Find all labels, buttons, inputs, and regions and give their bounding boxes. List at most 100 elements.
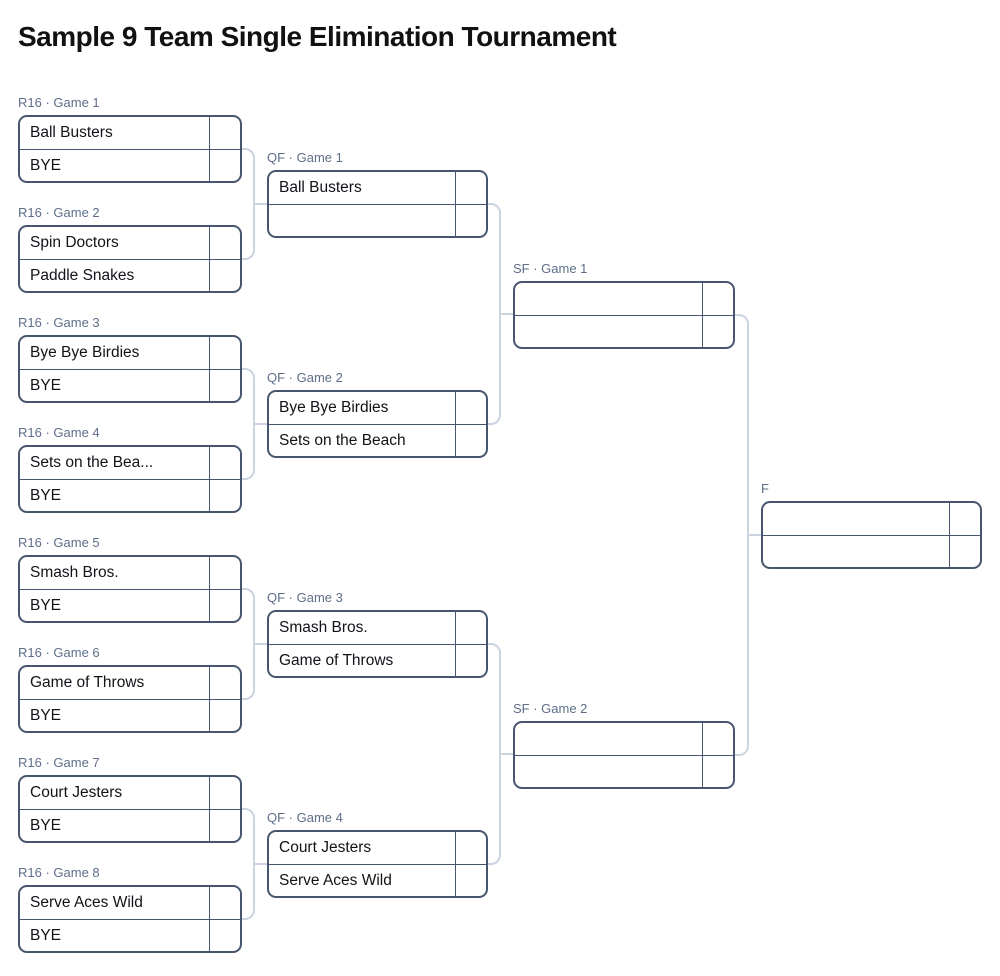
- match-qf-game-4: QF · Game 4 Court Jesters Serve Aces Wil…: [267, 810, 488, 898]
- match-round-label: R16 · Game 3: [18, 315, 100, 330]
- team-slot[interactable]: Ball Busters: [20, 117, 240, 149]
- team-slot[interactable]: [269, 204, 486, 236]
- match-box[interactable]: Bye Bye Birdies Sets on the Beach: [267, 390, 488, 458]
- team-slot[interactable]: Spin Doctors: [20, 227, 240, 259]
- team-slot[interactable]: [515, 315, 733, 347]
- match-box[interactable]: [513, 281, 735, 349]
- match-box[interactable]: [761, 501, 982, 569]
- score-cell: [209, 117, 240, 149]
- match-round-label: R16 · Game 8: [18, 865, 100, 880]
- match-box[interactable]: Smash Bros. BYE: [18, 555, 242, 623]
- match-r16-game-3: R16 · Game 3 Bye Bye Birdies BYE: [18, 315, 242, 403]
- score-cell: [209, 337, 240, 369]
- score-cell: [455, 645, 486, 676]
- team-slot[interactable]: [515, 283, 733, 315]
- match-box[interactable]: Sets on the Bea... BYE: [18, 445, 242, 513]
- team-name: [515, 756, 702, 787]
- team-name: BYE: [30, 156, 62, 174]
- team-slot[interactable]: [515, 755, 733, 787]
- team-name: Ball Busters: [279, 179, 362, 196]
- team-name: Spin Doctors: [30, 234, 119, 251]
- score-cell: [209, 590, 240, 621]
- match-box[interactable]: Serve Aces Wild BYE: [18, 885, 242, 953]
- match-r16-game-8: R16 · Game 8 Serve Aces Wild BYE: [18, 865, 242, 953]
- team-slot[interactable]: BYE: [20, 479, 240, 511]
- match-round-label: QF · Game 3: [267, 590, 343, 605]
- score-cell: [209, 887, 240, 919]
- score-cell: [209, 557, 240, 589]
- team-slot[interactable]: BYE: [20, 589, 240, 621]
- team-name: [763, 536, 949, 567]
- team-name: Ball Busters: [30, 124, 113, 141]
- match-round-label: F: [761, 481, 769, 496]
- score-cell: [209, 920, 240, 951]
- team-slot[interactable]: Game of Throws: [20, 667, 240, 699]
- match-qf-game-3: QF · Game 3 Smash Bros. Game of Throws: [267, 590, 488, 678]
- match-box[interactable]: Ball Busters: [267, 170, 488, 238]
- team-slot[interactable]: BYE: [20, 149, 240, 181]
- score-cell: [455, 172, 486, 204]
- team-slot[interactable]: Bye Bye Birdies: [20, 337, 240, 369]
- team-name: Sets on the Bea...: [30, 454, 154, 471]
- team-slot[interactable]: Serve Aces Wild: [20, 887, 240, 919]
- team-slot[interactable]: Court Jesters: [269, 832, 486, 864]
- match-box[interactable]: [513, 721, 735, 789]
- score-cell: [702, 723, 733, 755]
- team-slot[interactable]: Sets on the Bea...: [20, 447, 240, 479]
- match-box[interactable]: Game of Throws BYE: [18, 665, 242, 733]
- score-cell: [702, 316, 733, 347]
- match-box[interactable]: Court Jesters BYE: [18, 775, 242, 843]
- team-slot[interactable]: [763, 535, 980, 567]
- match-round-label: QF · Game 1: [267, 150, 343, 165]
- team-slot[interactable]: BYE: [20, 369, 240, 401]
- score-cell: [702, 283, 733, 315]
- team-name: BYE: [30, 486, 62, 504]
- team-name: BYE: [30, 376, 62, 394]
- match-box[interactable]: Court Jesters Serve Aces Wild: [267, 830, 488, 898]
- match-round-label: R16 · Game 4: [18, 425, 100, 440]
- match-box[interactable]: Ball Busters BYE: [18, 115, 242, 183]
- team-name: Game of Throws: [30, 674, 145, 691]
- page-title: Sample 9 Team Single Elimination Tournam…: [18, 21, 617, 52]
- match-round-label: R16 · Game 1: [18, 95, 100, 110]
- team-slot[interactable]: [515, 723, 733, 755]
- score-cell: [209, 150, 240, 181]
- team-name: Game of Throws: [279, 651, 394, 669]
- team-name: Smash Bros.: [30, 564, 119, 581]
- score-cell: [455, 392, 486, 424]
- team-slot[interactable]: Serve Aces Wild: [269, 864, 486, 896]
- team-slot[interactable]: BYE: [20, 699, 240, 731]
- team-slot[interactable]: Smash Bros.: [20, 557, 240, 589]
- team-name: BYE: [30, 706, 62, 724]
- match-round-label: QF · Game 4: [267, 810, 343, 825]
- team-slot[interactable]: Smash Bros.: [269, 612, 486, 644]
- team-name: Court Jesters: [279, 839, 372, 856]
- team-slot[interactable]: Court Jesters: [20, 777, 240, 809]
- team-name: BYE: [30, 816, 62, 834]
- team-name: Bye Bye Birdies: [30, 344, 140, 361]
- team-slot[interactable]: BYE: [20, 809, 240, 841]
- match-box[interactable]: Smash Bros. Game of Throws: [267, 610, 488, 678]
- team-name: BYE: [30, 926, 62, 944]
- score-cell: [209, 370, 240, 401]
- team-slot[interactable]: Sets on the Beach: [269, 424, 486, 456]
- team-slot[interactable]: Paddle Snakes: [20, 259, 240, 291]
- team-slot[interactable]: [763, 503, 980, 535]
- team-name: Serve Aces Wild: [30, 894, 143, 911]
- team-slot[interactable]: Ball Busters: [269, 172, 486, 204]
- team-slot[interactable]: BYE: [20, 919, 240, 951]
- score-cell: [209, 810, 240, 841]
- team-name: [763, 503, 949, 535]
- match-qf-game-1: QF · Game 1 Ball Busters: [267, 150, 488, 238]
- team-slot[interactable]: Game of Throws: [269, 644, 486, 676]
- match-r16-game-4: R16 · Game 4 Sets on the Bea... BYE: [18, 425, 242, 513]
- match-round-label: R16 · Game 6: [18, 645, 100, 660]
- team-name: [269, 205, 455, 236]
- score-cell: [209, 777, 240, 809]
- match-r16-game-1: R16 · Game 1 Ball Busters BYE: [18, 95, 242, 183]
- match-box[interactable]: Bye Bye Birdies BYE: [18, 335, 242, 403]
- team-name: Serve Aces Wild: [279, 871, 392, 889]
- team-slot[interactable]: Bye Bye Birdies: [269, 392, 486, 424]
- team-name: BYE: [30, 596, 62, 614]
- match-box[interactable]: Spin Doctors Paddle Snakes: [18, 225, 242, 293]
